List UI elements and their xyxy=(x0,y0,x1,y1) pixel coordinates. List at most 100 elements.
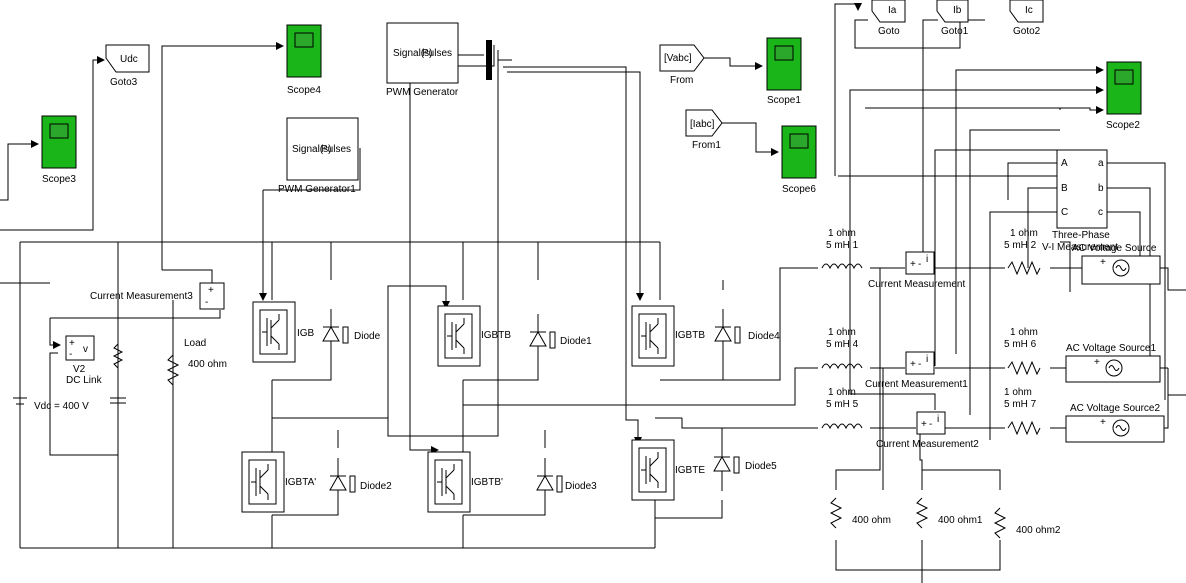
cm1-minus: - xyxy=(918,359,921,370)
from-vabc-tag: [Vabc] xyxy=(664,53,692,64)
cm-minus: - xyxy=(918,259,921,270)
igbt-upper-b-label: IGBTB xyxy=(481,330,511,341)
inductor-5mh1[interactable] xyxy=(821,263,863,270)
goto-ia-name: Goto xyxy=(878,26,900,37)
cm2-plus: + xyxy=(921,419,927,430)
voltage-measurement[interactable]: + - v xyxy=(65,335,95,361)
vdc-source[interactable] xyxy=(13,397,27,405)
cm1-i: i xyxy=(926,354,928,365)
goto-ia[interactable]: Ia xyxy=(871,0,906,23)
igbt-upper-a[interactable] xyxy=(252,301,296,363)
inductor-5mh5[interactable] xyxy=(821,423,863,430)
ac-voltage-source[interactable]: + xyxy=(1081,255,1161,285)
three-phase-line1: Three-Phase xyxy=(1052,230,1110,241)
load-resistor[interactable] xyxy=(166,354,180,386)
igbt-upper-c-label: IGBTB xyxy=(675,330,705,341)
demux[interactable] xyxy=(486,40,492,80)
resistor-5mh2[interactable] xyxy=(1007,260,1041,276)
goto-udc-tag: Udc xyxy=(120,54,138,65)
diode1[interactable] xyxy=(529,313,556,367)
igbt-lower-b-label: IGBTB' xyxy=(471,477,503,488)
diode5[interactable] xyxy=(713,438,740,492)
resistor-5mh7[interactable] xyxy=(1007,420,1041,436)
from-vabc-name: From xyxy=(670,75,693,86)
scope1[interactable] xyxy=(766,37,802,91)
tp-port-a: a xyxy=(1098,158,1104,169)
cm-plus: + xyxy=(910,259,916,270)
igbt-upper-c[interactable] xyxy=(631,305,675,367)
diode2[interactable] xyxy=(329,457,356,511)
cm3-plus: + xyxy=(208,285,214,296)
diode[interactable] xyxy=(322,308,349,362)
three-phase-line2: V-I Measurement xyxy=(1042,242,1118,253)
goto-ic[interactable]: Ic xyxy=(1009,0,1044,23)
from-iabc-tag: [Iabc] xyxy=(690,119,715,130)
diode1-label: Diode1 xyxy=(560,336,592,347)
ac-voltage-source2-label: AC Voltage Source2 xyxy=(1070,403,1160,414)
resistor-5mh6[interactable] xyxy=(1007,360,1041,376)
pwm1-pulses-port: Pulses xyxy=(321,144,351,155)
goto-ib-tag: Ib xyxy=(953,5,962,16)
rl5-l: 5 mH 5 xyxy=(826,399,859,410)
from-iabc[interactable]: [Iabc] xyxy=(685,109,723,137)
pwm-generator[interactable]: Signal(s) Pulses xyxy=(386,22,459,84)
rl1-l: 5 mH 1 xyxy=(826,240,859,251)
pwm-signal-port: Signal(s) xyxy=(393,48,432,59)
scope6[interactable] xyxy=(781,125,817,179)
load-resistor-400-ohm2[interactable] xyxy=(993,507,1007,539)
pwm-generator1[interactable]: Signal(s) Pulses xyxy=(286,117,359,181)
diode3[interactable] xyxy=(536,457,563,511)
load-400ohm1-label: 400 ohm1 xyxy=(938,515,983,526)
pwm-generator-name: PWM Generator xyxy=(386,87,459,98)
three-phase-vi-measurement[interactable]: A B C a b c xyxy=(1056,149,1108,229)
ac-voltage-source1[interactable]: + xyxy=(1065,355,1161,383)
current-measurement[interactable]: + - i xyxy=(905,251,935,275)
ac2-plus: + xyxy=(1100,417,1106,428)
dc-link-resistor[interactable] xyxy=(110,343,126,404)
rl2-l: 5 mH 2 xyxy=(1004,240,1037,251)
ac-plus: + xyxy=(1100,257,1106,268)
goto-ic-tag: Ic xyxy=(1025,5,1033,16)
inductor-5mh4[interactable] xyxy=(821,363,863,370)
igbt-upper-b[interactable] xyxy=(437,305,481,367)
diode-label: Diode xyxy=(354,331,381,342)
pwm-generator1-name: PWM Generator1 xyxy=(278,184,356,195)
vdc-label: Vdc = 400 V xyxy=(34,401,89,412)
current-measurement2-label: Current Measurement2 xyxy=(876,439,979,450)
from-iabc-name: From1 xyxy=(692,140,721,151)
scope4[interactable] xyxy=(286,24,322,78)
current-measurement2[interactable]: + - i xyxy=(916,411,946,435)
load-400ohm2-label: 400 ohm2 xyxy=(1016,525,1061,536)
vm-v: v xyxy=(83,344,88,355)
vm-plus: + xyxy=(69,338,75,349)
ac-voltage-source2[interactable]: + xyxy=(1065,415,1165,443)
diode2-label: Diode2 xyxy=(360,481,392,492)
goto-ic-name: Goto2 xyxy=(1013,26,1041,37)
scope2[interactable] xyxy=(1106,61,1142,115)
goto-ib[interactable]: Ib xyxy=(936,0,969,23)
scope3-label: Scope3 xyxy=(42,174,76,185)
scope1-label: Scope1 xyxy=(767,95,801,106)
current-measurement3[interactable]: + - xyxy=(199,282,225,310)
from-vabc[interactable]: [Vabc] xyxy=(659,44,705,72)
wires xyxy=(0,3,1186,583)
tp-port-b: b xyxy=(1098,183,1104,194)
load-resistor-400-ohm1[interactable] xyxy=(915,497,929,529)
rl6-l: 5 mH 6 xyxy=(1004,339,1037,350)
current-measurement1[interactable]: + - i xyxy=(905,351,935,375)
diode4[interactable] xyxy=(714,308,741,362)
load-name: Load xyxy=(184,338,206,349)
igbt-upper-a-label: IGB xyxy=(297,328,315,339)
rl6-r: 1 ohm xyxy=(1010,327,1038,338)
igbt-lower-b[interactable] xyxy=(427,451,471,513)
scope3[interactable] xyxy=(41,115,77,169)
igbt-lower-c[interactable] xyxy=(631,439,675,501)
load-resistor-400-ohm[interactable] xyxy=(829,497,843,529)
rl4-r: 1 ohm xyxy=(828,327,856,338)
rl5-r: 1 ohm xyxy=(828,387,856,398)
current-measurement3-label: Current Measurement3 xyxy=(90,291,193,302)
pwm-pulses-port: Pulses xyxy=(422,48,452,59)
igbt-lower-a[interactable] xyxy=(241,451,285,513)
goto-udc[interactable]: Udc xyxy=(105,44,150,73)
